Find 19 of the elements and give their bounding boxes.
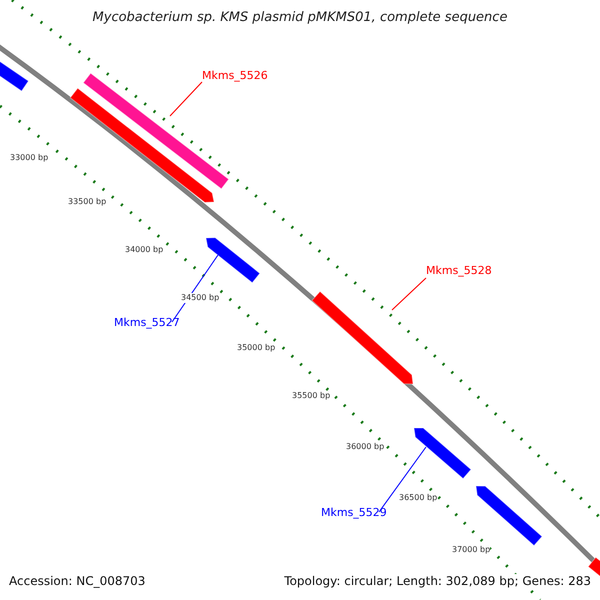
gene-arrow: [475, 486, 543, 546]
map-title: Mycobacterium sp. KMS plasmid pMKMS01, complete sequence: [92, 9, 508, 27]
leader-line: [170, 82, 202, 116]
gene-label: Mkms_5527: [114, 316, 180, 329]
gene-arrow: [413, 428, 472, 480]
gene-label: Mkms_5529: [321, 506, 387, 519]
tick-label: 34000 bp: [125, 245, 164, 255]
gene-arrow: [311, 290, 414, 385]
leader-line: [378, 446, 426, 512]
leader-line: [392, 278, 426, 310]
tick-label: 33000 bp: [10, 153, 48, 163]
tick-label: 33500 bp: [68, 197, 106, 207]
tick-label: 36500 bp: [399, 493, 438, 503]
gene-arrow: [205, 237, 260, 284]
gene-label: Mkms_5528: [426, 264, 492, 277]
summary-text: Topology: circular; Length: 302,089 bp; Genes: 283: [284, 574, 591, 588]
tick-label: 35000 bp: [237, 343, 276, 353]
accession-text: Accession: NC_008703: [9, 574, 146, 588]
gene-label: Mkms_5526: [202, 69, 268, 82]
